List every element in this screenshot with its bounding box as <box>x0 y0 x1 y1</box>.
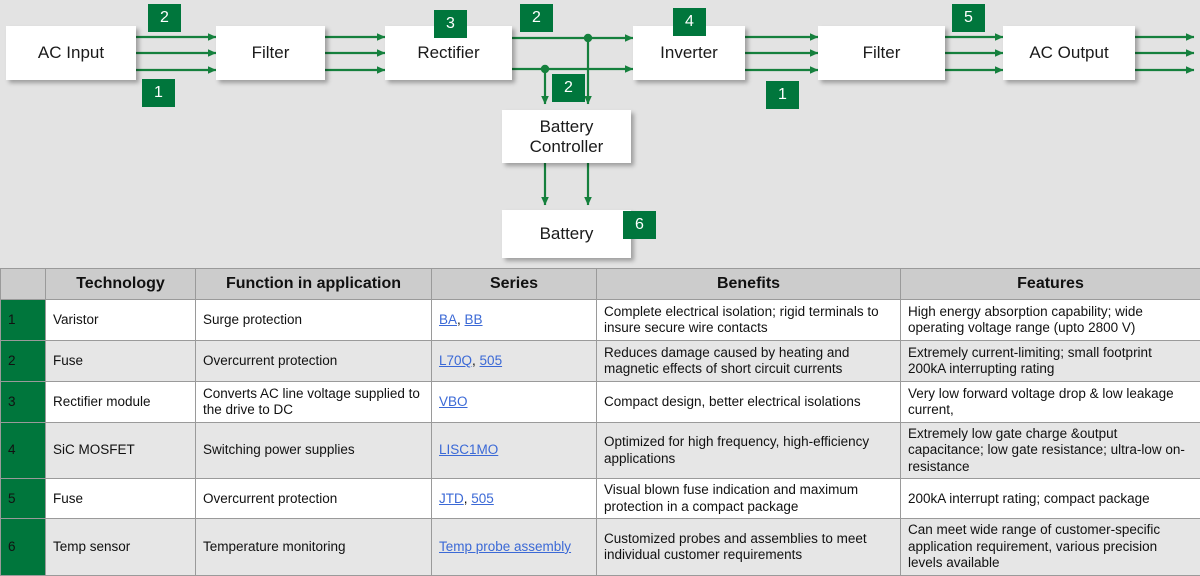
badge-3-rectifier-value: 3 <box>446 15 455 33</box>
column-header-function: Function in application <box>196 269 432 300</box>
series-cell: Temp probe assembly <box>432 519 597 575</box>
badge-1-inverter-output-value: 1 <box>778 86 787 104</box>
badge-1-inverter-output: 1 <box>766 81 799 109</box>
badge-2-input-top-value: 2 <box>160 9 169 27</box>
technology-cell: Varistor <box>46 300 196 341</box>
node-filter-input: Filter <box>216 26 325 80</box>
node-battery-controller-label-line1: Battery <box>540 117 594 136</box>
node-filter-output-label: Filter <box>863 43 901 62</box>
benefits-cell: Customized probes and assemblies to meet… <box>597 519 901 575</box>
column-header-series: Series <box>432 269 597 300</box>
series-link[interactable]: L70Q <box>439 353 472 368</box>
row-number-cell: 2 <box>1 341 46 382</box>
technology-cell: SiC MOSFET <box>46 423 196 479</box>
features-cell: Extremely low gate charge &output capaci… <box>901 423 1200 479</box>
badge-6-battery: 6 <box>623 211 656 239</box>
series-cell: LISC1MO <box>432 423 597 479</box>
page-root: AC Input Filter Rectifier Inverter Filte… <box>0 0 1200 555</box>
function-cell: Overcurrent protection <box>196 341 432 382</box>
node-battery-controller-label-line2: Controller <box>530 137 604 156</box>
benefits-cell: Reduces damage caused by heating and mag… <box>597 341 901 382</box>
series-separator: , <box>472 353 480 368</box>
features-cell: Very low forward voltage drop & low leak… <box>901 382 1200 423</box>
node-filter-input-label: Filter <box>252 43 290 62</box>
series-cell: JTD, 505 <box>432 479 597 519</box>
node-inverter-label: Inverter <box>660 43 718 62</box>
badge-2-dcbus-lower-value: 2 <box>564 79 573 97</box>
column-header-technology: Technology <box>46 269 196 300</box>
features-cell: Can meet wide range of customer-specific… <box>901 519 1200 575</box>
series-link[interactable]: 505 <box>471 491 494 506</box>
technology-cell: Fuse <box>46 341 196 382</box>
node-battery-controller: Battery Controller <box>502 110 631 163</box>
node-filter-output: Filter <box>818 26 945 80</box>
badge-6-battery-value: 6 <box>635 216 644 234</box>
badge-3-rectifier: 3 <box>434 10 467 38</box>
function-cell: Converts AC line voltage supplied to the… <box>196 382 432 423</box>
series-link[interactable]: Temp probe assembly <box>439 539 571 554</box>
badge-4-inverter: 4 <box>673 8 706 36</box>
benefits-cell: Optimized for high frequency, high-effic… <box>597 423 901 479</box>
badge-2-dcbus-top-value: 2 <box>532 9 541 27</box>
block-diagram: AC Input Filter Rectifier Inverter Filte… <box>0 0 1200 268</box>
features-cell: Extremely current-limiting; small footpr… <box>901 341 1200 382</box>
features-cell: 200kA interrupt rating; compact package <box>901 479 1200 519</box>
badge-1-input-bottom-value: 1 <box>154 84 163 102</box>
technology-cell: Rectifier module <box>46 382 196 423</box>
row-number-cell: 1 <box>1 300 46 341</box>
column-header-number <box>1 269 46 300</box>
badge-2-input-top: 2 <box>148 4 181 32</box>
column-header-features: Features <box>901 269 1200 300</box>
benefits-cell: Visual blown fuse indication and maximum… <box>597 479 901 519</box>
features-cell: High energy absorption capability; wide … <box>901 300 1200 341</box>
series-link[interactable]: JTD <box>439 491 464 506</box>
spec-table-container: Technology Function in application Serie… <box>0 268 1200 555</box>
series-link[interactable]: VBO <box>439 394 468 409</box>
series-link[interactable]: BA <box>439 312 457 327</box>
series-cell: VBO <box>432 382 597 423</box>
series-link[interactable]: LISC1MO <box>439 442 498 457</box>
node-ac-output: AC Output <box>1003 26 1135 80</box>
table-header-row: Technology Function in application Serie… <box>1 269 1200 300</box>
node-battery: Battery <box>502 210 631 258</box>
node-ac-input: AC Input <box>6 26 136 80</box>
series-separator: , <box>457 312 465 327</box>
badge-5-filter-output: 5 <box>952 4 985 32</box>
benefits-cell: Compact design, better electrical isolat… <box>597 382 901 423</box>
badge-2-dcbus-lower: 2 <box>552 74 585 102</box>
node-battery-label: Battery <box>540 224 594 243</box>
badge-4-inverter-value: 4 <box>685 13 694 31</box>
series-link[interactable]: BB <box>465 312 483 327</box>
series-link[interactable]: 505 <box>480 353 503 368</box>
benefits-cell: Complete electrical isolation; rigid ter… <box>597 300 901 341</box>
spec-table-head: Technology Function in application Serie… <box>1 269 1200 300</box>
badge-1-input-bottom: 1 <box>142 79 175 107</box>
technology-cell: Fuse <box>46 479 196 519</box>
node-ac-input-label: AC Input <box>38 43 104 62</box>
column-header-benefits: Benefits <box>597 269 901 300</box>
function-cell: Switching power supplies <box>196 423 432 479</box>
row-number-cell: 6 <box>1 519 46 575</box>
node-rectifier-label: Rectifier <box>417 43 479 62</box>
spec-table: Technology Function in application Serie… <box>0 268 1200 576</box>
technology-cell: Temp sensor <box>46 519 196 575</box>
series-cell: L70Q, 505 <box>432 341 597 382</box>
row-number-cell: 5 <box>1 479 46 519</box>
series-cell: BA, BB <box>432 300 597 341</box>
badge-2-dcbus-top: 2 <box>520 4 553 32</box>
row-number-cell: 3 <box>1 382 46 423</box>
function-cell: Surge protection <box>196 300 432 341</box>
row-number-cell: 4 <box>1 423 46 479</box>
badge-5-filter-output-value: 5 <box>964 9 973 27</box>
node-ac-output-label: AC Output <box>1029 43 1108 62</box>
function-cell: Overcurrent protection <box>196 479 432 519</box>
function-cell: Temperature monitoring <box>196 519 432 575</box>
